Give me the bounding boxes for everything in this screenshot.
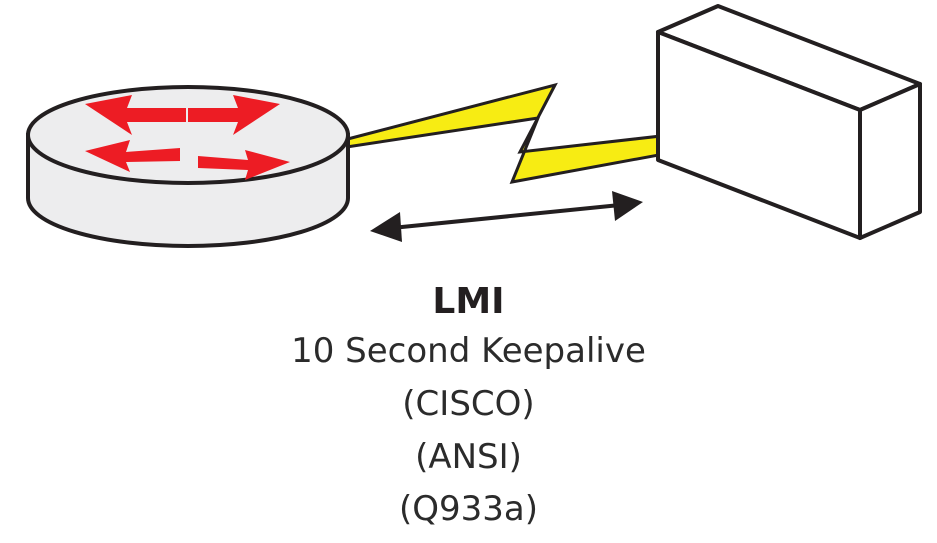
lmi-type-ansi: (ANSI) xyxy=(415,437,522,477)
router-arrows-icon xyxy=(85,95,290,180)
frame-relay-switch-icon xyxy=(656,4,922,240)
router-icon xyxy=(26,85,350,248)
lmi-type-cisco: (CISCO) xyxy=(402,384,535,424)
lmi-title: LMI xyxy=(432,281,505,322)
bidirectional-arrow-icon xyxy=(370,191,643,242)
keepalive-label: 10 Second Keepalive xyxy=(291,331,646,371)
lmi-type-q933a: (Q933a) xyxy=(398,489,539,529)
